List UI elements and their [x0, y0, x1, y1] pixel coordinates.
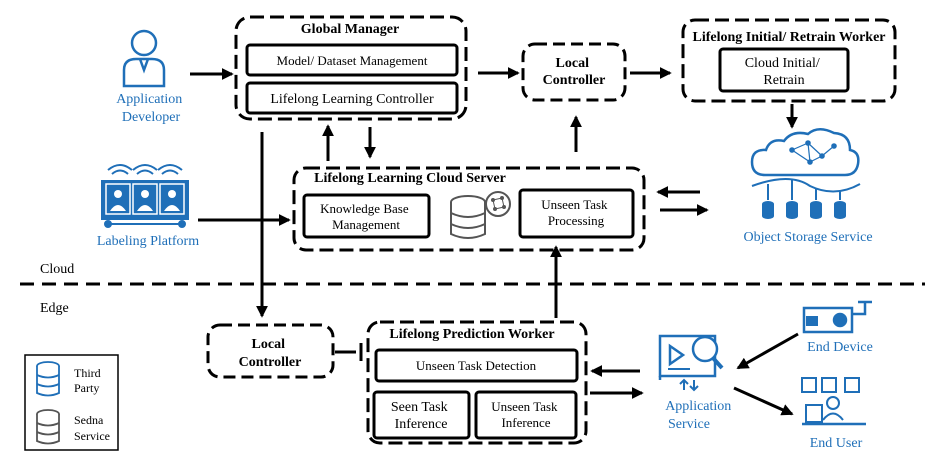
knowledge-base-box: [302, 193, 431, 239]
unseen-task-inference-label: Unseen Task Inference: [491, 399, 561, 430]
zone-label-edge: Edge: [40, 301, 69, 316]
monitor-search-icon: [658, 334, 724, 392]
legend-sedna-service-label: Sedna Service: [74, 413, 110, 443]
prediction-worker-title: Lifelong Prediction Worker: [389, 327, 554, 342]
local-controller-cloud-box: [521, 42, 627, 102]
legend-third-party-label: Third Party: [74, 366, 104, 395]
cloud-server-title: Lifelong Learning Cloud Server: [314, 171, 506, 186]
seen-task-inference-label: Seen Task Inference: [391, 400, 451, 432]
cloud-storage-icon: [750, 128, 861, 219]
model-dataset-management-box: [245, 43, 459, 77]
cloud-initial-retrain-label: Cloud Initial/ Retrain: [745, 56, 824, 88]
global-manager-box: [234, 15, 468, 121]
global-manager-title: Global Manager: [301, 22, 399, 37]
local-controller-cloud-label: Local Controller: [543, 56, 606, 88]
knowledge-base-label: Knowledge Base Management: [320, 201, 412, 232]
arrow-end-device-to-app-service: [736, 332, 799, 370]
unseen-task-inference-box: [474, 390, 578, 440]
model-dataset-management-label: Model/ Dataset Management: [277, 53, 428, 68]
local-controller-edge-label: Local Controller: [239, 337, 302, 370]
end-device-label: End Device: [807, 340, 873, 355]
cloud-initial-retrain-box: [718, 47, 850, 93]
person-icon: [122, 29, 166, 88]
prediction-worker-box: [366, 320, 588, 445]
unseen-task-detection-box: [374, 348, 579, 383]
labeling-platform-label: Labeling Platform: [97, 234, 199, 249]
camera-icon: [802, 300, 872, 334]
object-storage-label: Object Storage Service: [743, 230, 872, 245]
arrow-app-service-to-end-user: [733, 386, 794, 416]
unseen-task-processing-box: [518, 188, 635, 239]
zone-label-cloud: Cloud: [40, 262, 74, 277]
connection-arrows: [190, 67, 799, 416]
lifelong-learning-controller-box: [245, 81, 459, 115]
end-user-label: End User: [810, 436, 863, 451]
sedna-database-icon: [450, 191, 511, 239]
cloud-server-box: [292, 166, 646, 252]
local-controller-edge-box: [206, 323, 335, 379]
retrain-worker-box: [681, 18, 897, 103]
retrain-worker-title: Lifelong Initial/ Retrain Worker: [692, 30, 885, 45]
application-service-label: Application Service: [665, 399, 735, 432]
sedna-service-database-icon: [36, 409, 60, 445]
labeling-team-icon: [101, 164, 189, 228]
app-developer-label: Application Developer: [116, 92, 186, 125]
unseen-task-processing-label: Unseen Task Processing: [541, 197, 611, 228]
seen-task-inference-box: [372, 390, 471, 440]
third-party-database-icon: [36, 361, 60, 397]
legend-box: [24, 354, 119, 451]
unseen-task-detection-label: Unseen Task Detection: [416, 358, 537, 373]
user-workstation-icon: [801, 377, 866, 426]
lifelong-learning-controller-label: Lifelong Learning Controller: [270, 92, 434, 107]
